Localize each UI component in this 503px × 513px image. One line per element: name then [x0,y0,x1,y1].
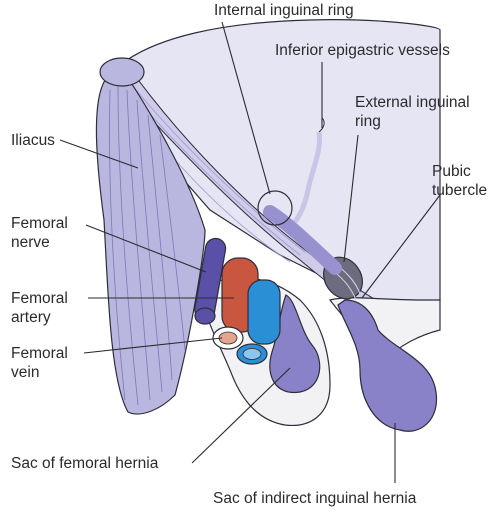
femoral-vein [248,280,280,344]
label-inferior-epigastric-vessels: Inferior epigastric vessels [275,41,450,60]
vein-core [243,349,261,360]
nerve-end [195,308,215,324]
label-sac-of-indirect-inguinal-hernia: Sac of indirect inguinal hernia [213,489,416,508]
label-sac-of-femoral-hernia: Sac of femoral hernia [11,454,158,473]
label-internal-inguinal-ring: Internal inguinal ring [214,1,354,20]
label-iliacus: Iliacus [11,131,55,150]
iliac-spine [100,58,144,86]
